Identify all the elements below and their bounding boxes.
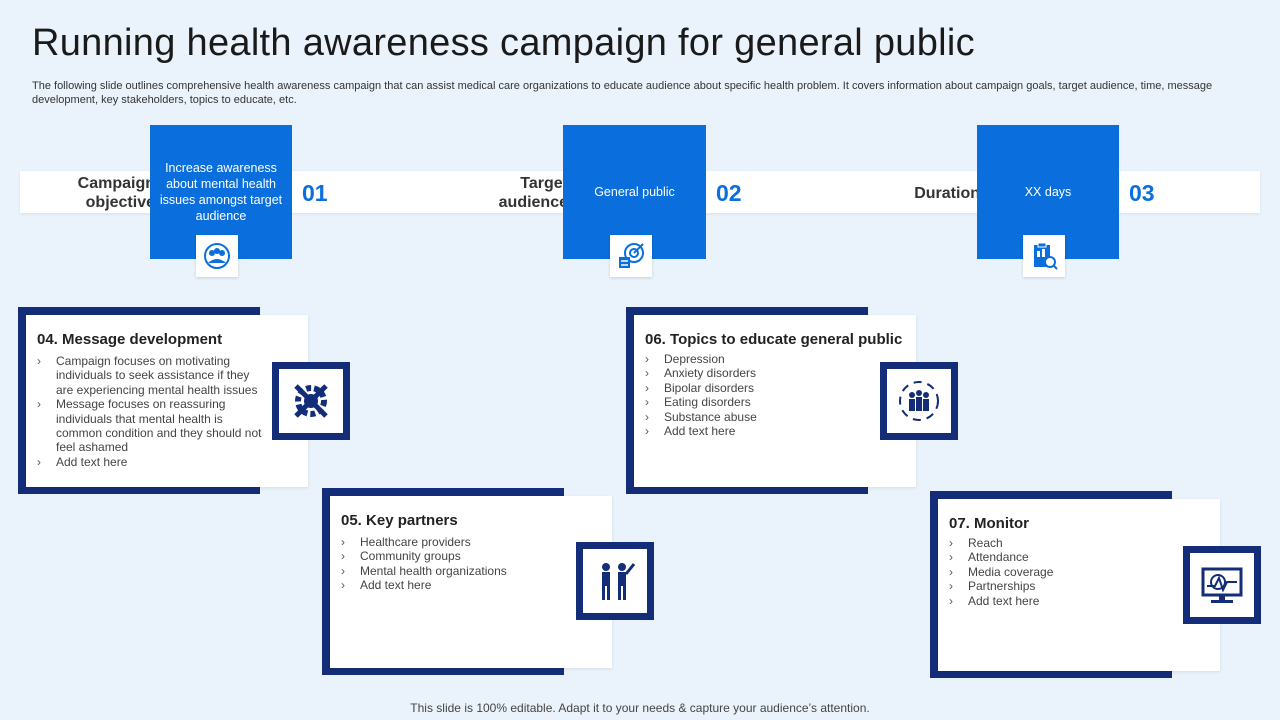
gear-tools-icon bbox=[294, 384, 328, 418]
target-audience-number: 02 bbox=[716, 180, 742, 206]
monitor-analytics-icon bbox=[1201, 567, 1243, 603]
list-item: Add text here bbox=[645, 424, 873, 439]
list-item: Campaign focuses on motivating individua… bbox=[37, 354, 265, 397]
list-item: Attendance bbox=[949, 550, 1177, 565]
topics-card-list: Depression Anxiety disorders Bipolar dis… bbox=[645, 352, 873, 439]
duration-label: Duration bbox=[914, 185, 980, 202]
message-card-list: Campaign focuses on motivating individua… bbox=[37, 354, 265, 470]
list-item: Partnerships bbox=[949, 579, 1177, 594]
topics-card-title: 06. Topics to educate general public bbox=[645, 331, 903, 348]
page-title: Running health awareness campaign for ge… bbox=[32, 22, 975, 64]
list-item: Anxiety disorders bbox=[645, 366, 873, 381]
list-item: Depression bbox=[645, 352, 873, 367]
list-item: Substance abuse bbox=[645, 410, 873, 425]
campaign-objective-number: 01 bbox=[302, 180, 328, 206]
monitor-card-title: 07. Monitor bbox=[949, 515, 1030, 532]
people-target-icon bbox=[196, 235, 238, 277]
target-audience-label: Target audience bbox=[498, 175, 568, 211]
list-item: Add text here bbox=[37, 455, 265, 470]
partners-icon-frame bbox=[576, 542, 654, 620]
partners-card-title: 05. Key partners bbox=[341, 512, 458, 529]
campaign-objective-box: Increase awareness about mental health i… bbox=[150, 125, 292, 259]
list-item: Community groups bbox=[341, 549, 569, 564]
list-item: Message focuses on reassuring individual… bbox=[37, 397, 265, 455]
target-chart-icon bbox=[610, 235, 652, 277]
footer-note: This slide is 100% editable. Adapt it to… bbox=[410, 701, 870, 715]
message-card-title: 04. Message development bbox=[37, 331, 223, 348]
topics-icon-frame bbox=[880, 362, 958, 440]
list-item: Add text here bbox=[949, 594, 1177, 609]
message-icon-frame bbox=[272, 362, 350, 440]
monitor-card-list: Reach Attendance Media coverage Partners… bbox=[949, 536, 1177, 608]
list-item: Healthcare providers bbox=[341, 535, 569, 550]
group-cycle-icon bbox=[899, 381, 939, 421]
list-item: Bipolar disorders bbox=[645, 381, 873, 396]
list-item: Eating disorders bbox=[645, 395, 873, 410]
duration-number: 03 bbox=[1129, 180, 1155, 206]
partners-card-list: Healthcare providers Community groups Me… bbox=[341, 535, 569, 593]
campaign-objective-label: Campaign objective bbox=[77, 175, 155, 211]
monitor-icon-frame bbox=[1183, 546, 1261, 624]
list-item: Reach bbox=[949, 536, 1177, 551]
top-strip-1 bbox=[20, 171, 580, 213]
partners-icon bbox=[602, 563, 636, 600]
page-subtitle: The following slide outlines comprehensi… bbox=[32, 80, 1213, 106]
clipboard-calendar-icon bbox=[1023, 235, 1065, 277]
list-item: Add text here bbox=[341, 578, 569, 593]
list-item: Mental health organizations bbox=[341, 564, 569, 579]
list-item: Media coverage bbox=[949, 565, 1177, 580]
